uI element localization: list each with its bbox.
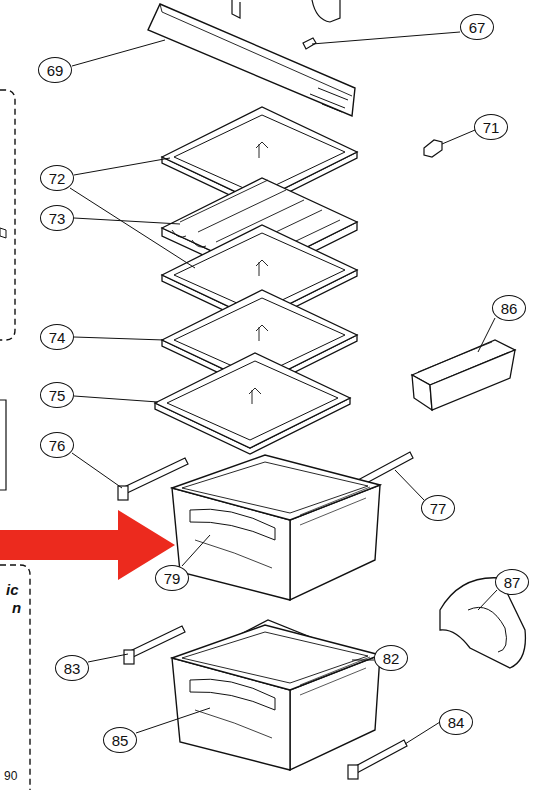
callout-circle: 74 (40, 324, 74, 350)
callout-number: 72 (49, 171, 66, 186)
callout-number: 86 (501, 301, 518, 316)
callout-circle: 79 (155, 565, 189, 591)
callout-circle: 67 (460, 14, 494, 40)
callout-number: 75 (49, 388, 66, 403)
callout-number: 90 (4, 770, 17, 782)
callout-circle: 71 (474, 114, 508, 140)
callout-number: 83 (64, 661, 81, 676)
callout-circle: 84 (439, 709, 473, 735)
callout-number: 73 (49, 211, 66, 226)
callout-circle: 72 (40, 165, 74, 191)
callout-circle: 86 (492, 295, 526, 321)
callout-number: 84 (448, 715, 465, 730)
callout-circle: 73 (40, 205, 74, 231)
callout-number: 69 (47, 63, 64, 78)
callout-circle: 82 (374, 645, 408, 671)
callout-circle: 87 (495, 569, 529, 595)
callout-number: 79 (164, 571, 181, 586)
callout-circle: 77 (421, 495, 455, 521)
callout-number: 74 (49, 330, 66, 345)
callout-circle: 85 (103, 727, 137, 753)
callout-number: 71 (483, 120, 500, 135)
callout-circle: 75 (40, 382, 74, 408)
callout-circle: 83 (55, 655, 89, 681)
callout-number: 67 (469, 20, 486, 35)
callout-number: 77 (430, 501, 447, 516)
callout-circle: 69 (38, 57, 72, 83)
callout-circle: 76 (40, 432, 74, 458)
callout-number: 82 (383, 651, 400, 666)
callout-number: 76 (49, 438, 66, 453)
note-fragment: n (12, 600, 21, 615)
callout-number: 87 (504, 575, 521, 590)
note-fragment: ic (6, 582, 19, 597)
callout-number: 85 (112, 733, 129, 748)
